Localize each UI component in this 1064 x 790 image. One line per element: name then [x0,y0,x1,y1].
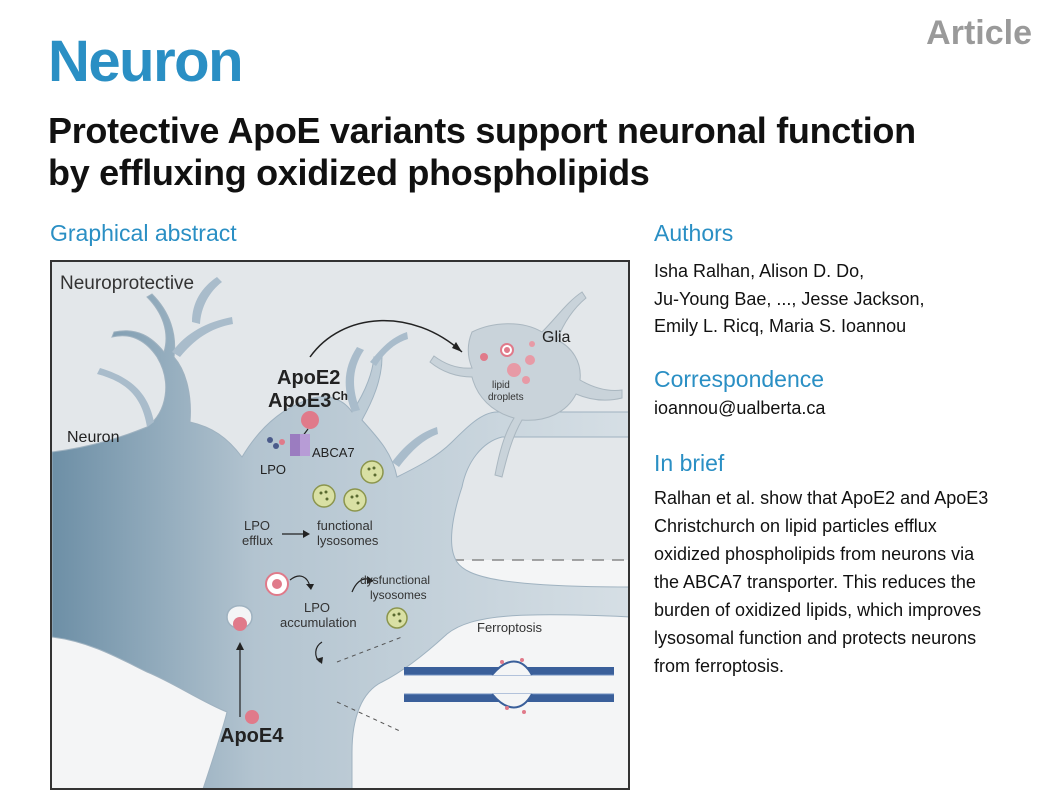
label-lpo-efflux-1: LPO [244,518,270,533]
authors-line-2: Ju-Young Bae, ..., Jesse Jackson, [654,288,925,309]
lipid-droplet-4 [522,376,530,384]
apoe4-vesicle-particle [233,617,247,631]
label-lipid: lipid [492,380,510,391]
authors-list: Isha Ralhan, Alison D. Do, Ju-Young Bae,… [654,258,925,341]
in-brief-line: burden of oxidized lipids, which improve… [654,600,982,620]
abca7-transporter [290,434,300,456]
in-brief-line: lysosomal function and protects neurons [654,628,977,648]
label-apoe2: ApoE2 [277,367,340,389]
dendrite-5 [370,332,408,366]
authors-heading: Authors [654,220,734,246]
lipid-droplet-1 [480,353,488,361]
graphical-abstract-figure: Neuroprotective Neuron Glia ApoE2 ApoE3 … [50,260,630,790]
label-lpo-accumulation-2: accumulation [280,615,357,630]
label-glia: Glia [542,329,571,346]
neuron-shape [52,293,628,788]
lipid-droplet-2 [507,363,521,377]
dendrite-4 [345,347,364,412]
correspondence-email[interactable]: ioannou@ualberta.ca [654,398,826,418]
journal-logo: Neuron [48,29,244,94]
label-apoe4: ApoE4 [220,725,284,747]
title-line-1: Protective ApoE variants support neurona… [48,110,916,151]
dendrite-3 [192,277,222,324]
label-ferroptosis: Ferroptosis [477,620,543,635]
graphical-abstract-svg: Neuroprotective Neuron Glia ApoE2 ApoE3 … [52,262,628,788]
article-type-label: Article [926,14,1032,52]
label-functional-1: functional [317,518,373,533]
label-dysfunctional-2: lysosomes [370,588,427,602]
dendrite-1 [97,368,154,427]
functional-lysosomes [312,460,384,512]
graphical-abstract-heading: Graphical abstract [50,220,237,246]
label-apoe3ch: ApoE3 [268,390,331,412]
glia-shape [429,291,623,478]
apoe4-particle [245,710,259,724]
article-title: Protective ApoE variants support neurona… [48,110,1038,194]
lipid-droplet-5 [529,341,535,347]
label-neuron: Neuron [67,429,119,446]
dendrite-2 [172,317,233,357]
label-lpo-top: LPO [260,462,286,477]
in-brief-summary: Ralhan et al. show that ApoE2 and ApoE3 … [654,484,1049,680]
authors-line-3: Emily L. Ricq, Maria S. Ioannou [654,316,907,336]
in-brief-line: Ralhan et al. show that ApoE2 and ApoE3 [654,488,989,508]
label-abca7: ABCA7 [312,445,355,460]
authors-line-1: Isha Ralhan, Alison D. Do, [654,261,865,281]
in-brief-line: Christchurch on lipid particles efflux [654,516,937,536]
dendrite-6 [392,427,438,467]
label-lpo-accumulation-1: LPO [304,600,330,615]
in-brief-line: oxidized phospholipids from neurons via [654,544,975,564]
label-neuroprotective: Neuroprotective [60,273,194,294]
label-lpo-efflux-2: efflux [242,533,273,548]
apoe-particle-top [301,411,319,429]
ferroptosis-membrane [404,658,614,714]
in-brief-heading: In brief [654,450,725,476]
label-dysfunctional-1: dysfunctional [360,573,430,587]
dysfunctional-lysosome [386,607,408,629]
lipid-droplet-3 [525,355,535,365]
correspondence-heading: Correspondence [654,366,825,392]
title-line-2: by effluxing oxidized phospholipids [48,152,650,193]
in-brief-line: from ferroptosis. [654,656,785,676]
label-functional-2: lysosomes [317,533,379,548]
label-droplets: droplets [488,392,524,403]
in-brief-line: the ABCA7 transporter. This reduces the [654,572,976,592]
transfer-arrow [309,320,463,358]
label-apoe3ch-superscript: Ch [332,389,348,403]
